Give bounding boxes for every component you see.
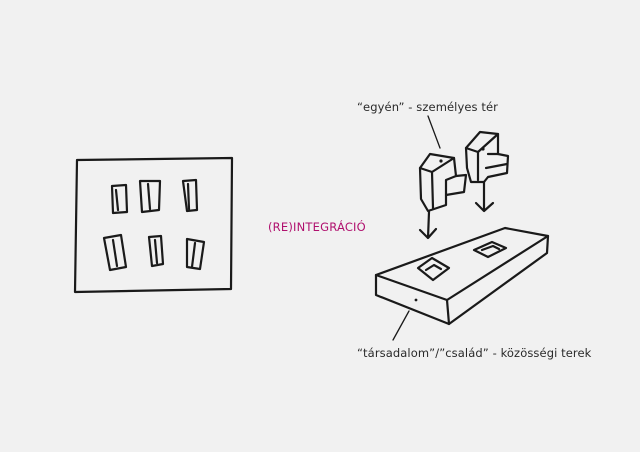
window-top-2 bbox=[138, 179, 162, 214]
window-bottom-3 bbox=[185, 237, 206, 271]
window-top-1 bbox=[110, 183, 129, 215]
platform-opening-1 bbox=[416, 256, 451, 282]
individual-space-label: “egyén” - személyes tér bbox=[357, 100, 499, 114]
window-top-3 bbox=[181, 178, 199, 213]
label-pointers bbox=[392, 115, 441, 341]
reintegration-label: (RE)INTEGRÁCIÓ bbox=[268, 220, 366, 234]
individual-unit-left bbox=[418, 152, 468, 213]
building-facade-sketch bbox=[73, 156, 234, 294]
arrow-down-right bbox=[474, 180, 495, 213]
community-space-label: “társadalom”/”család” - közösségi terek bbox=[357, 346, 592, 360]
platform-opening-2 bbox=[472, 240, 508, 259]
arrow-down-left bbox=[418, 210, 438, 240]
individual-unit-right bbox=[464, 130, 510, 184]
window-bottom-2 bbox=[147, 234, 165, 268]
window-bottom-1 bbox=[102, 233, 128, 272]
community-platform bbox=[374, 226, 550, 326]
